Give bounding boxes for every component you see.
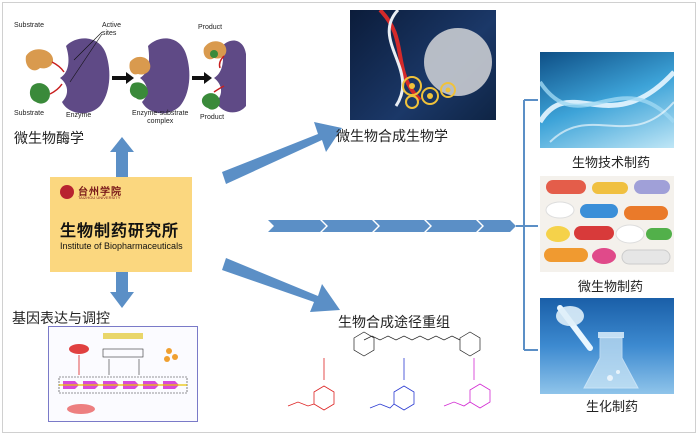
dna-helix-illustration — [540, 70, 674, 143]
school-name: 台州学院 — [78, 187, 122, 198]
dna-gears-illustration — [378, 10, 492, 109]
school-name-en: TAIZHOU UNIVERSITY — [78, 195, 121, 200]
gene-regulation-diagram — [48, 326, 198, 422]
university-seal-icon — [60, 185, 74, 199]
lab-flask-illustration — [556, 305, 639, 389]
label-substrate-bottom: Substrate — [14, 110, 44, 117]
arrow-up-enzymology — [110, 137, 134, 177]
arrow-diag-up — [222, 122, 342, 184]
output-biochemical-label: 生化制药 — [586, 400, 639, 415]
output-biotech-label: 生物技术制药 — [572, 156, 651, 171]
arrow-down-gene — [110, 272, 134, 308]
enzyme-diagram: Substrate Active sites Product Enzyme Su… — [8, 14, 246, 128]
arrow-diag-down — [222, 258, 340, 312]
institute-title-cn: 生物制药研究所 — [60, 221, 180, 240]
label-complex: Enzyme-substrate complex — [132, 110, 189, 125]
pills-illustration — [544, 180, 672, 265]
gene-regulation-illustration — [58, 333, 188, 414]
output-bracket — [516, 99, 538, 351]
label-product-top: Product — [198, 24, 223, 31]
pathway-chemistry-diagram — [284, 328, 498, 422]
module-enzymology-label: 微生物酶学 — [14, 131, 84, 147]
output-microbial-label: 微生物制药 — [578, 280, 644, 295]
module-gene-expression-label: 基因表达与调控 — [12, 311, 110, 327]
module-synthetic-biology-label: 微生物合成生物学 — [336, 129, 448, 145]
institute-title-en: Institute of Biopharmaceuticals — [60, 241, 183, 251]
label-product-bottom: Product — [200, 114, 225, 121]
lab-flask-image — [540, 298, 674, 394]
pathway-structures-illustration — [287, 331, 491, 411]
arrow-chevron-horizontal — [268, 220, 516, 232]
label-substrate-top: Substrate — [14, 22, 44, 29]
biotech-dna-image — [540, 52, 674, 148]
label-active-sites: Active sites — [102, 22, 122, 37]
dna-gears-image — [350, 10, 496, 120]
module-pathway-recombination-label: 生物合成途径重组 — [338, 315, 450, 331]
label-enzyme: Enzyme — [66, 112, 92, 119]
center-institute-box: 台州学院 TAIZHOU UNIVERSITY 生物制药研究所 Institut… — [50, 177, 192, 272]
pills-image — [540, 176, 674, 272]
enzyme-illustration — [25, 31, 246, 114]
